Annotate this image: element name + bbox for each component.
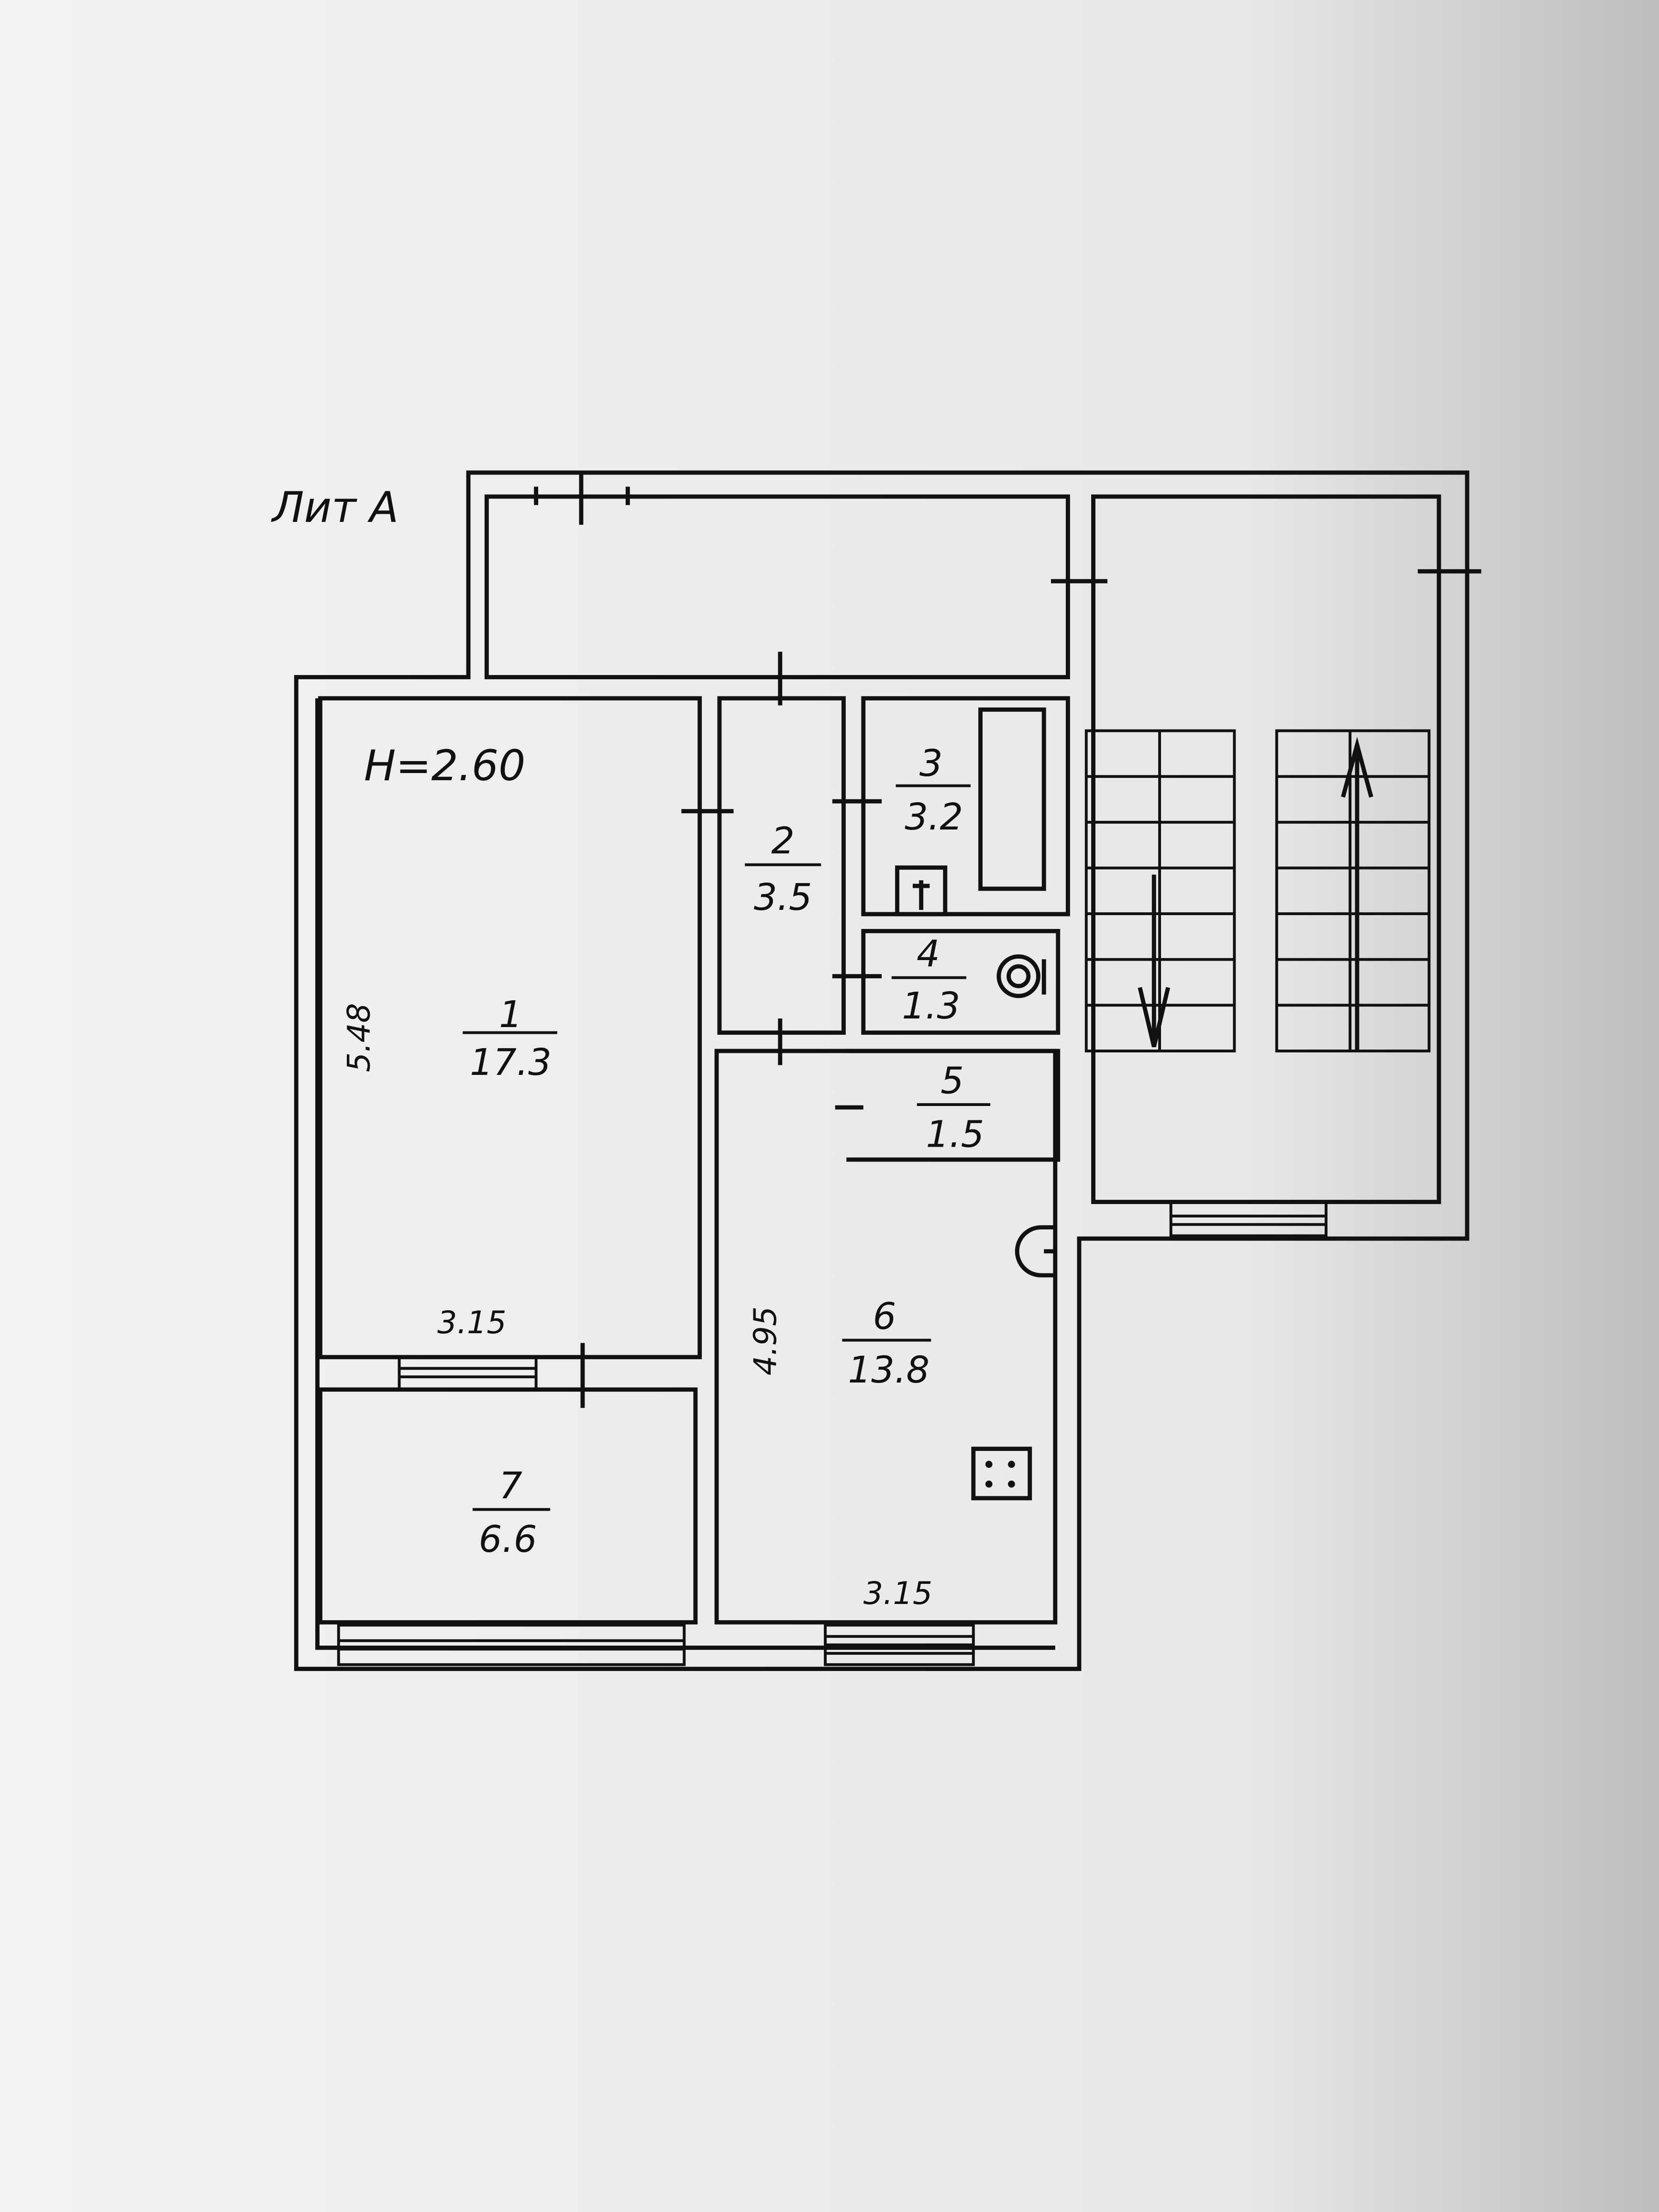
svg-text:3.2: 3.2 — [905, 796, 963, 839]
bathtub-icon — [978, 707, 1046, 891]
window-stairwell — [1169, 1200, 1327, 1238]
stove-icon — [971, 1447, 1032, 1501]
dimension-room6-length: 4.95 — [748, 1306, 784, 1375]
stair-arrow-down-icon — [1138, 874, 1171, 1048]
svg-text:1.5: 1.5 — [926, 1114, 984, 1156]
stair-arrow-up-icon — [1341, 737, 1373, 1051]
room-3 — [861, 696, 1070, 917]
loggia — [484, 494, 1070, 679]
stair-flight-outline — [1275, 729, 1431, 1052]
window-room7 — [337, 1624, 686, 1666]
staircase-down — [1084, 729, 1236, 1052]
svg-text:1: 1 — [499, 994, 522, 1036]
toilet-icon — [996, 954, 1046, 998]
svg-text:3.5: 3.5 — [754, 876, 812, 919]
room-4 — [861, 929, 1061, 1035]
room-6 — [714, 1049, 1058, 1625]
room-label-5: 5 1.5 — [917, 1060, 991, 1156]
svg-text:6.6: 6.6 — [479, 1518, 537, 1561]
svg-text:5: 5 — [940, 1060, 964, 1102]
room-label-7: 7 6.6 — [472, 1465, 551, 1561]
plan-label: Лит А — [271, 483, 398, 532]
svg-text:2: 2 — [771, 820, 795, 863]
room-label-2: 2 3.5 — [745, 820, 821, 919]
ceiling-height: H=2.60 — [364, 741, 526, 790]
dimension-room1-width: 3.15 — [437, 1305, 506, 1341]
room-label-1: 1 17.3 — [463, 994, 557, 1084]
svg-text:4: 4 — [917, 933, 940, 975]
svg-text:7: 7 — [499, 1465, 522, 1507]
door-marks — [534, 472, 1482, 1408]
gas-heater-icon — [1015, 1225, 1055, 1278]
room-label-4: 4 1.3 — [891, 933, 967, 1028]
outer-wall-inner-line — [315, 698, 1055, 1650]
outer-wall — [294, 470, 1470, 1671]
svg-text:1.3: 1.3 — [902, 985, 960, 1028]
room-label-3: 3 3.2 — [896, 742, 971, 839]
svg-text:13.8: 13.8 — [848, 1349, 930, 1392]
sink-icon — [895, 865, 948, 917]
svg-text:17.3: 17.3 — [470, 1041, 552, 1084]
window-partition-1-7 — [398, 1355, 538, 1391]
dimension-room6-width: 3.15 — [863, 1576, 932, 1612]
dimension-room1-length: 5.48 — [342, 1003, 377, 1072]
window-kitchen — [824, 1624, 975, 1666]
svg-text:3: 3 — [919, 742, 943, 785]
staircase-up — [1275, 729, 1431, 1052]
room-label-6: 6 13.8 — [842, 1295, 931, 1392]
svg-text:6: 6 — [873, 1295, 896, 1338]
